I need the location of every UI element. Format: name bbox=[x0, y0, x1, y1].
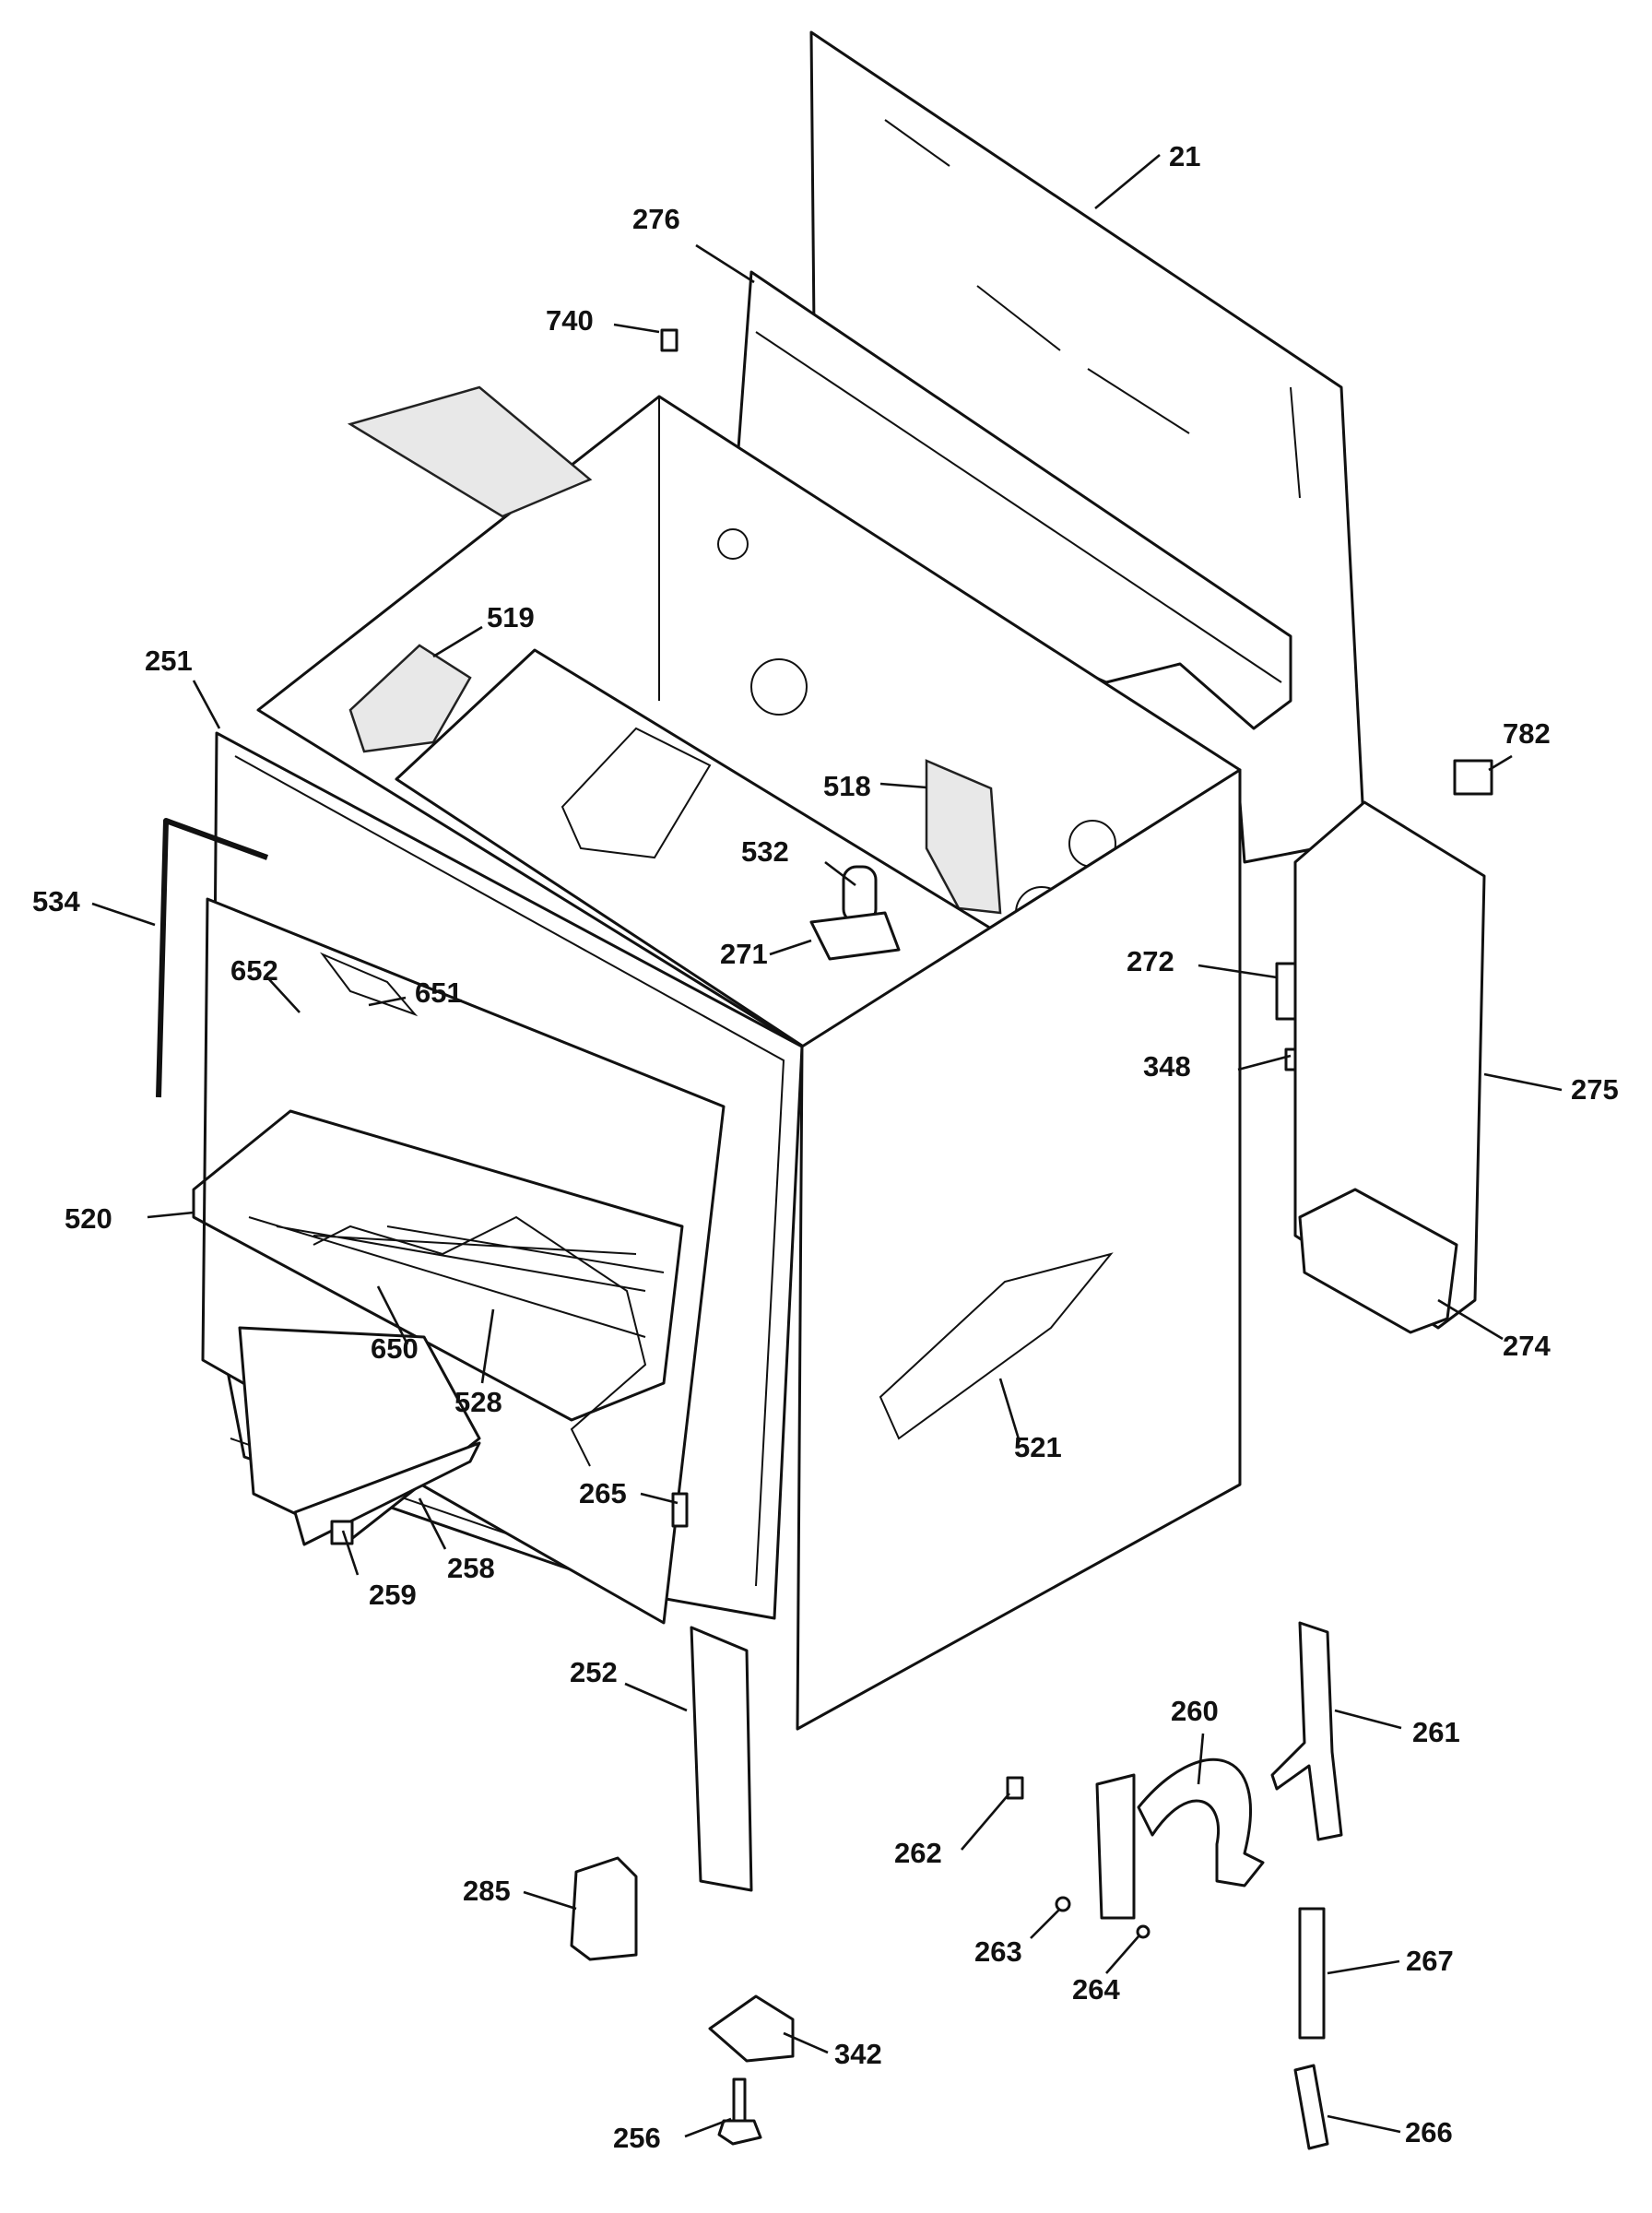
leveling-foot bbox=[717, 2119, 762, 2146]
callout-652: 652 bbox=[230, 954, 278, 987]
clip-740 bbox=[660, 328, 678, 352]
callout-256: 256 bbox=[613, 2122, 661, 2154]
callout-251: 251 bbox=[145, 645, 193, 677]
callout-262: 262 bbox=[894, 1837, 942, 1869]
callout-264: 264 bbox=[1072, 1973, 1120, 2006]
insulation-519 bbox=[348, 644, 472, 753]
callout-252: 252 bbox=[570, 1656, 618, 1688]
leveling-leg bbox=[732, 2077, 747, 2123]
door-gasket bbox=[156, 818, 269, 1098]
hinge-clip-265 bbox=[671, 1492, 689, 1528]
side-panel-right bbox=[796, 768, 1242, 1731]
callout-521: 521 bbox=[1014, 1431, 1062, 1463]
nut-264 bbox=[1136, 1924, 1150, 1939]
spring-link-266 bbox=[1293, 2064, 1329, 2150]
screw-263 bbox=[1055, 1896, 1071, 1912]
leveling-bracket bbox=[708, 1994, 795, 2063]
callout-651: 651 bbox=[415, 976, 463, 1009]
callout-272: 272 bbox=[1127, 945, 1174, 977]
hinge-arm-261 bbox=[1270, 1621, 1343, 1841]
oven-rack bbox=[192, 1109, 684, 1422]
hinge-link-260 bbox=[1137, 1757, 1265, 1888]
callout-275: 275 bbox=[1571, 1073, 1619, 1106]
slide-clip-259 bbox=[330, 1520, 354, 1545]
junction-box-285 bbox=[570, 1856, 638, 1961]
side-cutout-521 bbox=[879, 1252, 1114, 1440]
bottom-channel bbox=[1298, 1188, 1458, 1334]
callout-267: 267 bbox=[1406, 1945, 1454, 1977]
callout-342: 342 bbox=[834, 2038, 882, 2070]
callout-266: 266 bbox=[1405, 2116, 1453, 2148]
callout-519: 519 bbox=[487, 601, 535, 633]
spring-267 bbox=[1298, 1907, 1326, 2040]
callout-285: 285 bbox=[463, 1875, 511, 1907]
door-stop-262 bbox=[1006, 1776, 1024, 1800]
callout-271: 271 bbox=[720, 938, 768, 970]
callout-258: 258 bbox=[447, 1552, 495, 1584]
callout-265: 265 bbox=[579, 1477, 627, 1509]
callout-782: 782 bbox=[1503, 717, 1551, 750]
broil-element bbox=[319, 952, 419, 1017]
oven-sensor bbox=[809, 865, 901, 961]
bake-element bbox=[313, 1215, 647, 1467]
insulation-518 bbox=[925, 759, 1002, 915]
callout-21: 21 bbox=[1169, 140, 1200, 172]
callout-276: 276 bbox=[632, 203, 680, 235]
front-brace bbox=[690, 1626, 753, 1892]
callout-532: 532 bbox=[741, 835, 789, 868]
oven-liner bbox=[201, 897, 726, 1625]
callout-650: 650 bbox=[371, 1332, 419, 1365]
rack-slide bbox=[293, 1441, 481, 1546]
hinge-receiver bbox=[1095, 1773, 1136, 1920]
leader-lines bbox=[91, 153, 1563, 2138]
callout-274: 274 bbox=[1503, 1330, 1551, 1362]
callout-740: 740 bbox=[546, 304, 594, 337]
callout-261: 261 bbox=[1412, 1716, 1460, 1748]
callout-518: 518 bbox=[823, 770, 871, 802]
callout-534: 534 bbox=[32, 885, 80, 917]
callout-260: 260 bbox=[1171, 1695, 1219, 1727]
callout-528: 528 bbox=[454, 1386, 502, 1418]
callout-labels: 21 276 740 519 251 534 652 651 518 532 2… bbox=[32, 140, 1619, 2154]
callout-263: 263 bbox=[974, 1935, 1022, 1968]
callout-520: 520 bbox=[65, 1202, 112, 1235]
callout-348: 348 bbox=[1143, 1050, 1191, 1083]
connector-782 bbox=[1453, 759, 1493, 796]
bottom-cutout bbox=[560, 727, 712, 859]
callout-259: 259 bbox=[369, 1579, 417, 1611]
